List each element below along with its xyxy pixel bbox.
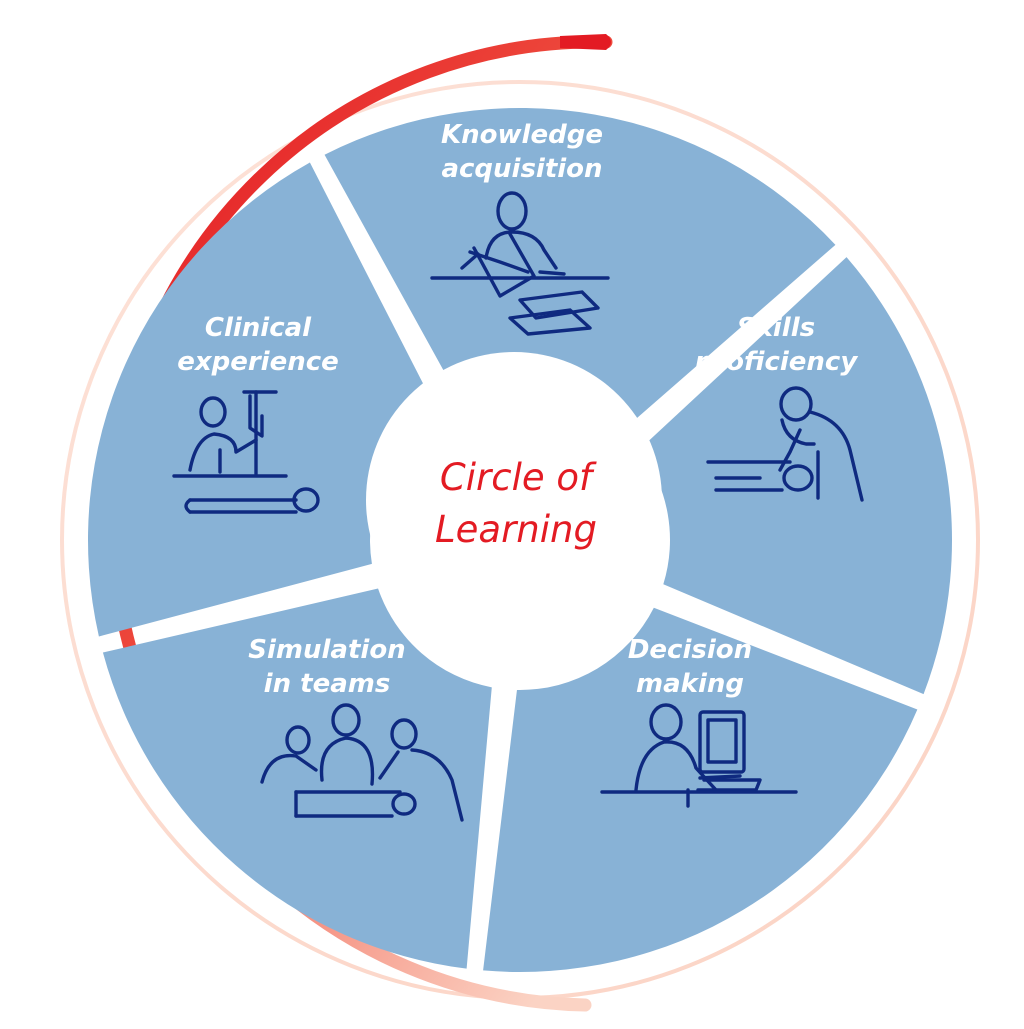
segment-clinical: Clinical experience <box>177 313 339 377</box>
team-simulation-icon <box>260 703 464 822</box>
segment-wedge-skills <box>639 257 953 695</box>
center-title-line1: Circle of <box>440 456 597 499</box>
segment-label-line2: proficiency <box>694 347 859 377</box>
segment-wedge-clinical <box>88 162 439 637</box>
segment-wedge-knowledge <box>324 108 836 431</box>
segment-label-line1: Decision <box>628 635 752 665</box>
segment-wedge-simulation <box>102 588 492 969</box>
center-title-line2: Learning <box>435 508 597 551</box>
segment-decision: Decision making <box>628 635 752 699</box>
arc-tip <box>560 34 611 50</box>
segment-knowledge: Knowledge acquisition <box>441 120 603 184</box>
bedside-care-icon <box>172 390 320 514</box>
segment-label-line2: experience <box>177 347 339 377</box>
center-circle <box>366 352 662 648</box>
reading-person-icon <box>430 191 610 336</box>
segment-label-line2: making <box>636 669 744 699</box>
segment-simulation: Simulation in teams <box>248 635 405 699</box>
segment-label-line1: Knowledge <box>441 120 603 150</box>
segment-label-line2: in teams <box>264 669 391 699</box>
segment-label-line1: Skills <box>737 313 815 343</box>
segment-skills: Skills proficiency <box>694 313 859 377</box>
computer-user-icon <box>600 703 798 808</box>
segment-label-line2: acquisition <box>441 154 602 184</box>
examining-patient-icon <box>706 386 864 502</box>
segment-label-line1: Simulation <box>248 635 405 665</box>
segment-label-line1: Clinical <box>205 313 312 343</box>
